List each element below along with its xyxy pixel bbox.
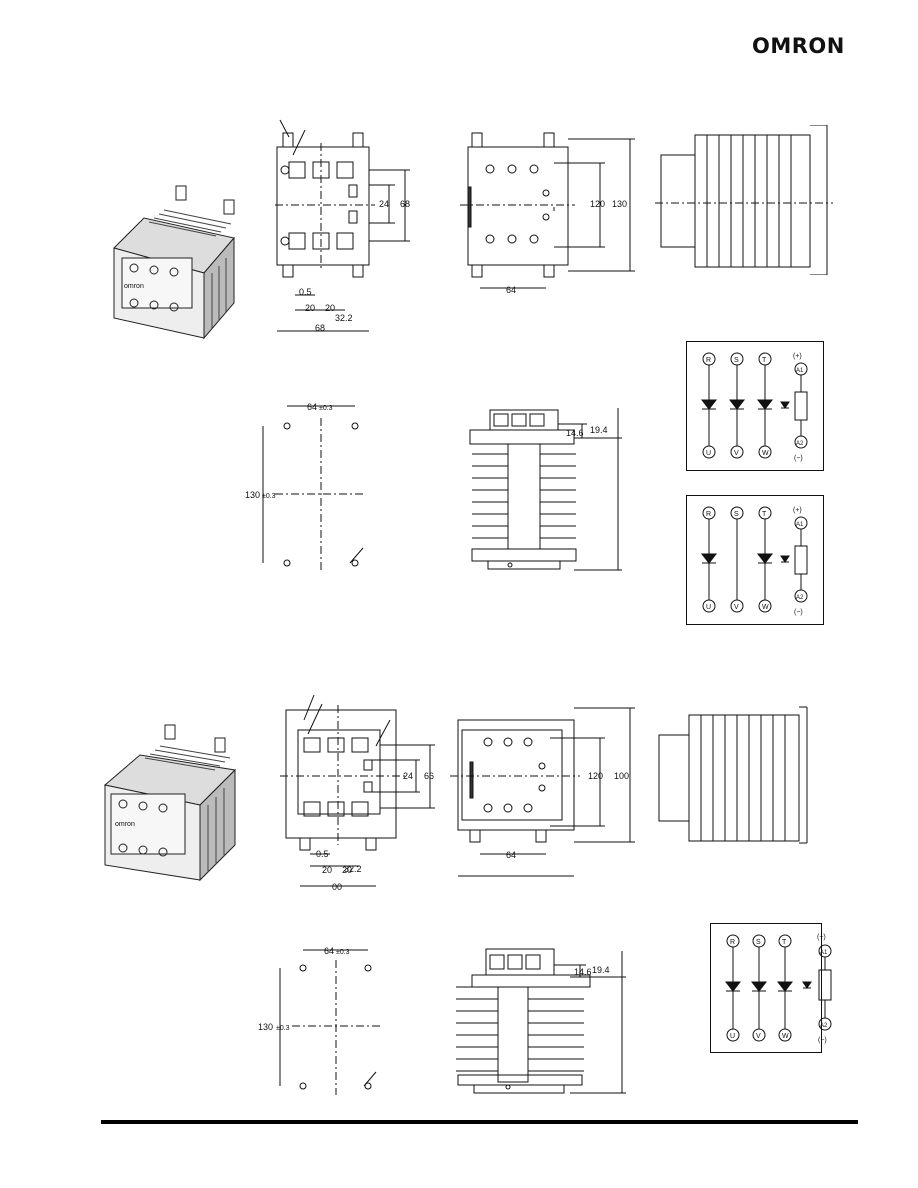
front-view-2: 24 66 0.5 20 20 32.2 00 [280,694,435,892]
ctrl-plus: (+) [817,934,826,941]
dim-130: 130 [612,199,627,209]
circuit-diagram-2: R S T U V W (+) A1 A2 (−) [686,495,824,625]
term-w: W [762,450,769,457]
dim-20a-2: 20 [322,865,332,875]
dim-14.6: 14.6 [566,428,584,438]
mounting-holes-1: 64 ±0.3 130 ±0.3 [245,402,365,570]
dim-68-width: 68 [315,323,325,333]
dim-130-mount-2: 130 [258,1022,273,1032]
term-v: V [734,450,739,457]
side-view-2 [658,706,808,844]
dim-64-mount: 64 [307,402,317,412]
term-r: R [730,939,735,946]
dim-130-mount: 130 [245,490,260,500]
term-r: R [706,357,711,364]
term-v: V [756,1033,761,1040]
product-label-2: omron [115,821,135,828]
term-s: S [734,511,739,518]
term-t: T [762,357,767,364]
ctrl-a2: A2 [796,441,804,447]
circuit-b-svg: R S T U V W (+) A1 A2 (−) [700,506,808,616]
dim-0.5-2: 0.5 [316,849,329,859]
ctrl-a1: A1 [820,950,828,956]
dim-19.4-2: 19.4 [592,965,610,975]
dim-64-mount-2: 64 [324,946,334,956]
dim-20b-2: 20 [342,865,352,875]
term-u: U [706,450,711,457]
ctrl-minus: (−) [794,609,803,616]
term-r: R [706,511,711,518]
dim-120: 120 [590,199,605,209]
ctrl-plus: (+) [793,507,802,514]
ctrl-a1: A1 [796,522,804,528]
dim-20b: 20 [325,303,335,313]
dim-24-2: 24 [403,771,413,781]
term-w: W [762,604,769,611]
tol-130-2: ±0.3 [276,1025,290,1032]
term-u: U [706,604,711,611]
footer-rule [101,1120,858,1124]
dim-120-2: 120 [588,771,603,781]
dim-14.6-2: 14.6 [574,967,592,977]
dim-24: 24 [379,199,389,209]
bottom-view-2: 14.6 19.4 [456,948,626,1094]
product-photo-1: omron [113,185,235,340]
ctrl-minus: (−) [794,455,803,462]
dim-66-2: 66 [424,771,434,781]
tol-130: ±0.3 [262,493,276,500]
ctrl-a1: A1 [796,368,804,374]
front-view-1: 24 68 0.5 20 20 32.2 68 [275,119,410,333]
dim-64-2: 64 [506,850,516,860]
term-u: U [730,1033,735,1040]
dim-32.2: 32.2 [335,313,353,323]
ctrl-a2: A2 [796,595,804,601]
omron-logo: OMRON [752,34,845,58]
bottom-view-1: 14.6 19.4 [469,408,622,571]
ctrl-a2: A2 [820,1023,828,1029]
term-t: T [762,511,767,518]
dim-19.4: 19.4 [590,425,608,435]
term-v: V [734,604,739,611]
dim-68: 68 [400,199,410,209]
dim-64: 64 [506,285,516,295]
tol-64: ±0.3 [319,405,333,412]
back-view-2: 120 100 64 [450,707,635,877]
product-label-1: omron [124,283,144,290]
dim-0.5: 0.5 [299,287,312,297]
term-s: S [734,357,739,364]
circuit-a-svg: R S T U V W (+) A1 A2 (−) [700,352,808,462]
back-view-1: 120 130 64 [460,132,635,295]
dim-00-2: 00 [332,882,342,892]
circuit-c-svg: R S T U V W (+) A1 A2 (−) [724,934,832,1044]
dim-100-2: 100 [614,771,629,781]
ctrl-plus: (+) [793,353,802,360]
dim-20a: 20 [305,303,315,313]
circuit-diagram-1: R S T U V W (+) A1 A2 (−) [686,341,824,471]
ctrl-minus: (−) [818,1037,827,1044]
tol-64-2: ±0.3 [336,949,350,956]
mounting-holes-2: 64 ±0.3 130 ±0.3 [258,946,380,1095]
term-s: S [756,939,761,946]
term-w: W [782,1033,789,1040]
circuit-diagram-3: R S T U V W (+) A1 A2 (−) [710,923,832,1053]
term-t: T [782,939,787,946]
dim-32.2-2: 32.2 [344,864,362,874]
side-view-1 [655,125,833,275]
product-photo-2: omron [103,724,237,882]
